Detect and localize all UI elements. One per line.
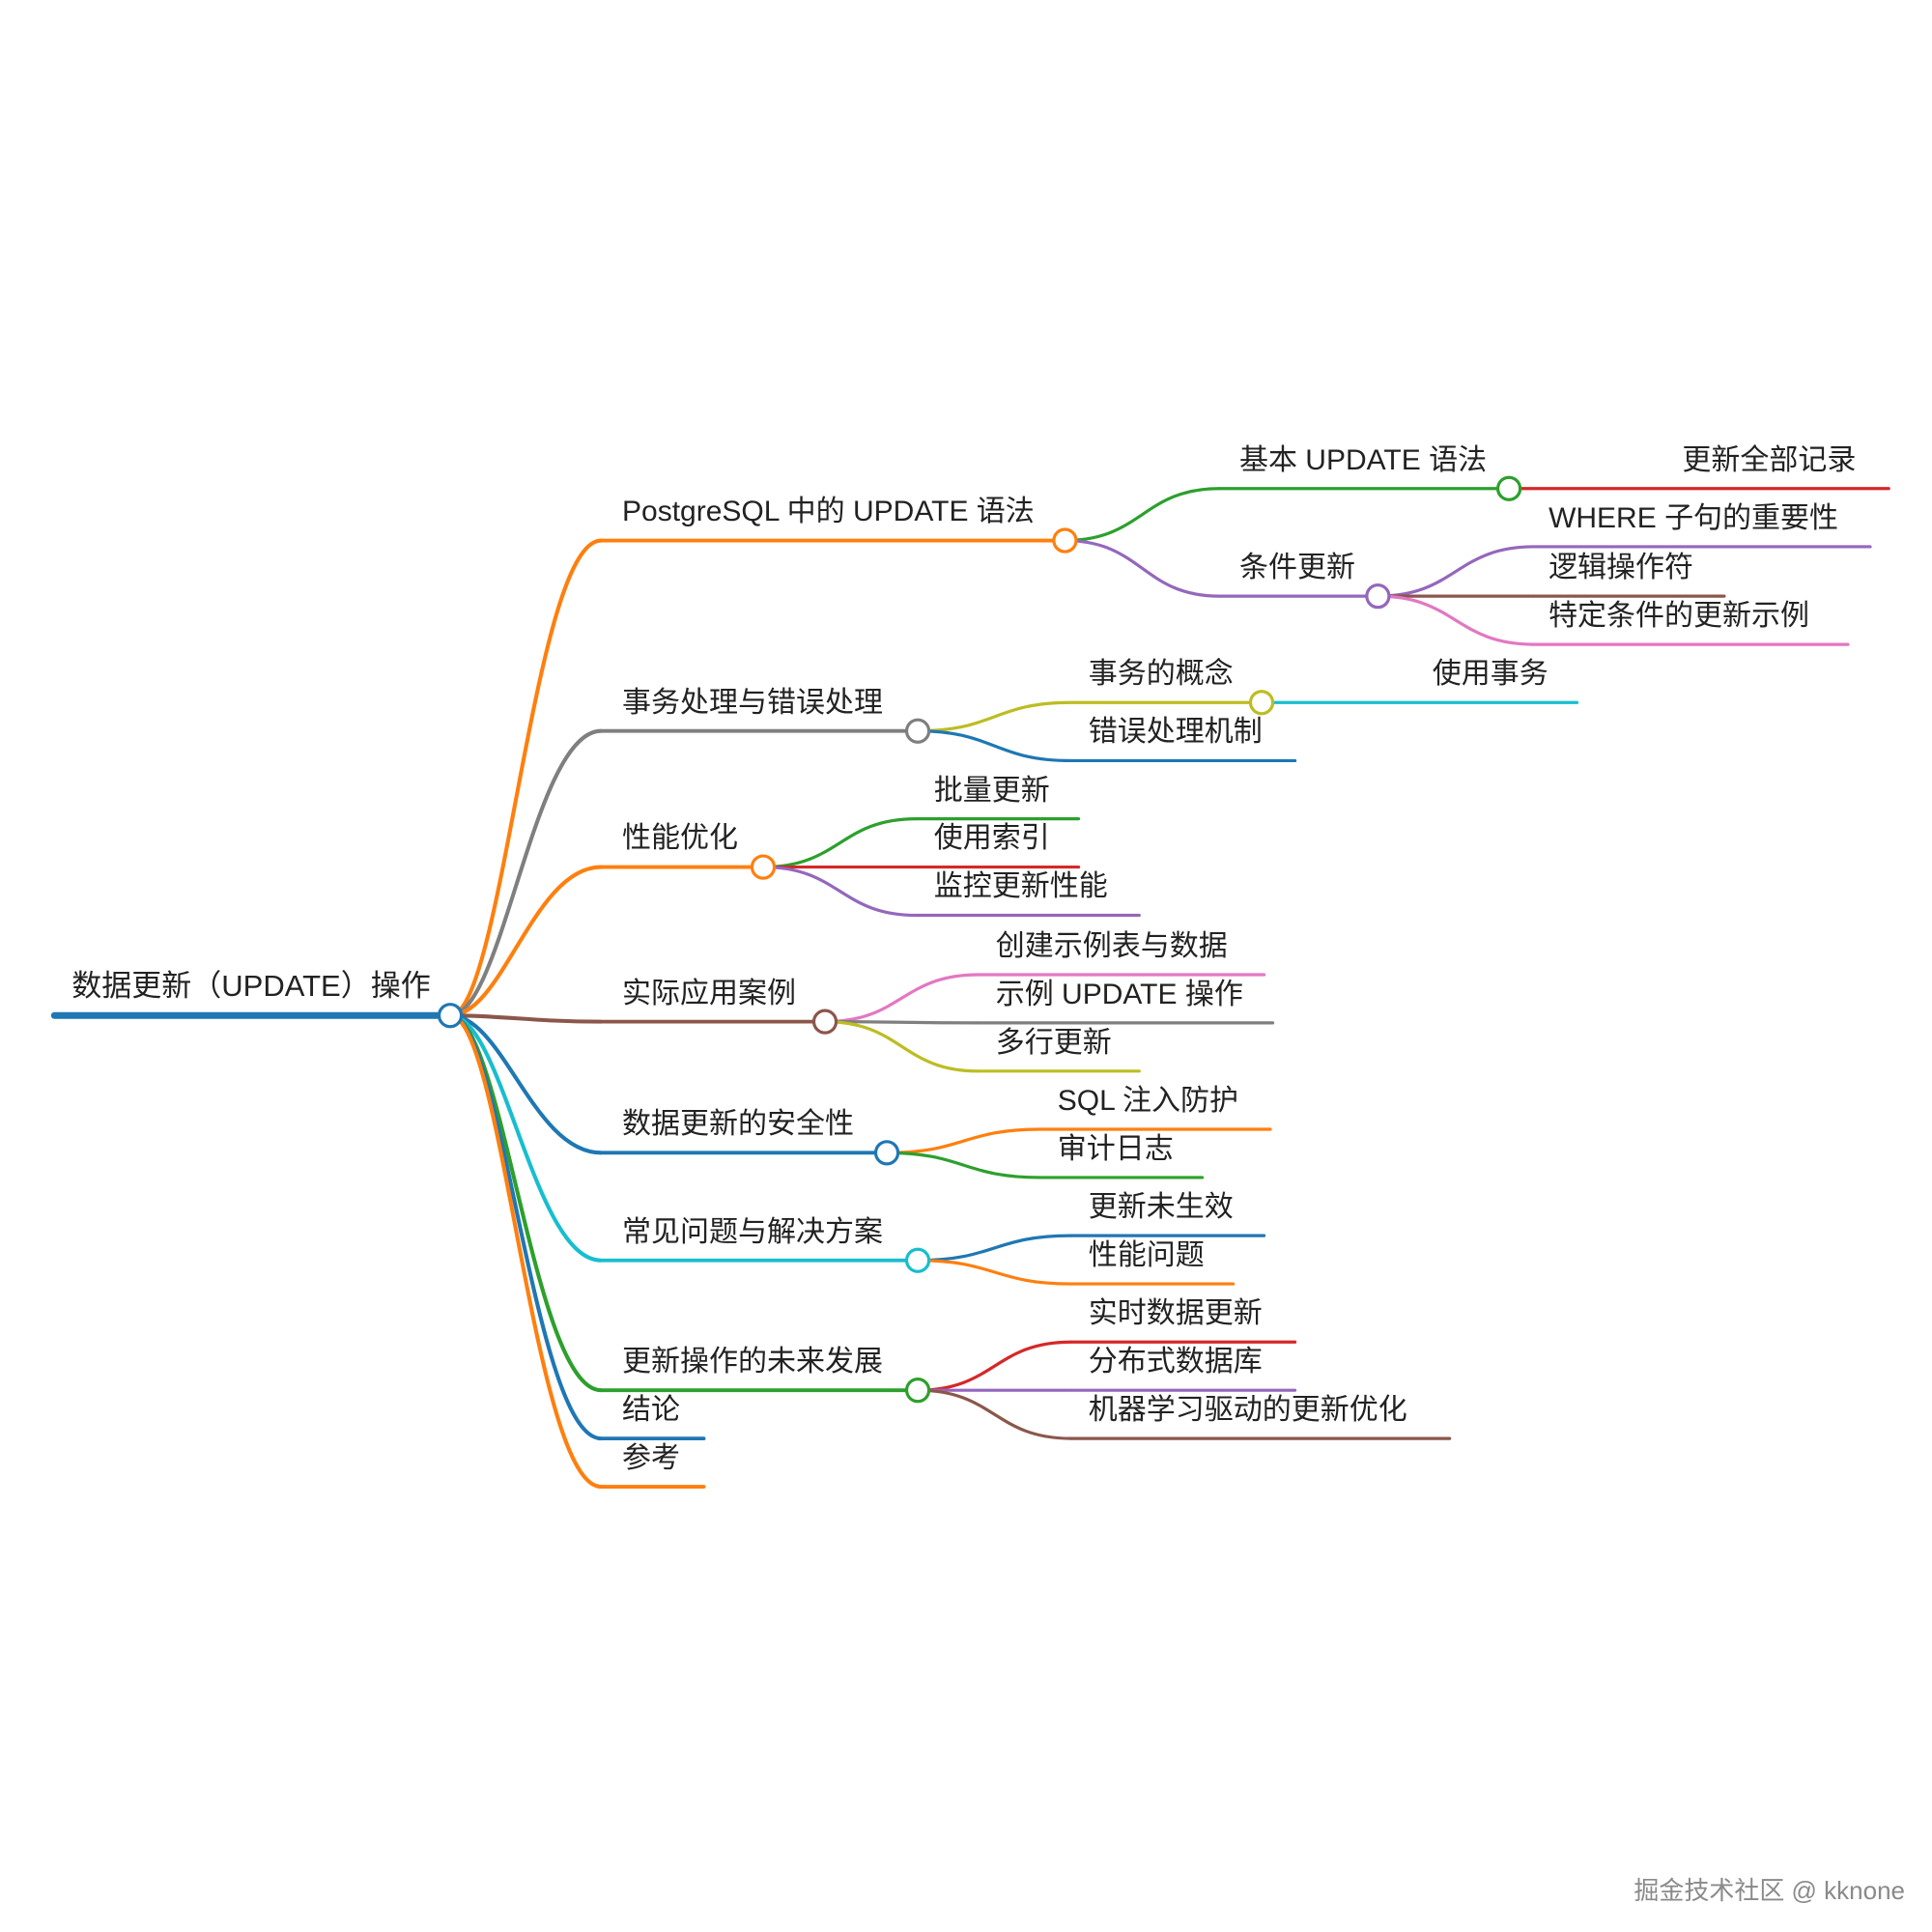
child-connector — [825, 973, 979, 1024]
branch-connector — [450, 1013, 602, 1024]
branch-label: 数据更新的安全性 — [622, 1108, 855, 1141]
branch-connector — [449, 865, 602, 1018]
watermark: 掘金技术社区 @ kknone — [1634, 1876, 1905, 1905]
grandchild-label: 使用事务 — [1432, 658, 1548, 691]
branch-label: 常见问题与解决方案 — [622, 1215, 884, 1248]
branch-label: 参考 — [622, 1441, 681, 1474]
branch-connector — [449, 538, 602, 1018]
branch-label: 更新操作的未来发展 — [622, 1346, 884, 1378]
child-label: 使用索引 — [933, 822, 1050, 855]
child-connector — [918, 729, 1071, 763]
child-connector — [918, 1388, 1071, 1440]
node-circle — [1495, 475, 1522, 501]
child-label: 基本 UPDATE 语法 — [1238, 443, 1488, 476]
child-connector — [825, 1020, 979, 1025]
child-label: 事务的概念 — [1088, 658, 1234, 691]
child-label: SQL 注入防护 — [1057, 1084, 1239, 1117]
child-connector — [1065, 538, 1220, 598]
branch-connector — [449, 728, 602, 1018]
child-connector — [825, 1020, 979, 1073]
grandchild-label: 更新全部记录 — [1682, 443, 1857, 476]
child-connector — [887, 1151, 1040, 1179]
child-connector — [887, 1127, 1040, 1154]
child-label: 审计日志 — [1057, 1132, 1174, 1165]
child-connector — [918, 1340, 1071, 1392]
child-label: 错误处理机制 — [1088, 716, 1263, 749]
child-label: 示例 UPDATE 操作 — [995, 978, 1243, 1010]
root-circle — [437, 1003, 464, 1029]
child-label: 更新未生效 — [1088, 1191, 1234, 1224]
branch-label: PostgreSQL 中的 UPDATE 语法 — [622, 496, 1035, 528]
grandchild-connector — [1378, 545, 1534, 598]
node-circle — [811, 1009, 838, 1035]
node-circle — [873, 1140, 900, 1166]
branch-connector — [449, 1013, 602, 1155]
node-circle — [1052, 527, 1078, 554]
node-circle — [1248, 690, 1275, 716]
branch-connector — [449, 1013, 602, 1393]
grandchild-label: WHERE 子句的重要性 — [1548, 501, 1839, 534]
child-label: 条件更新 — [1238, 552, 1355, 584]
child-connector — [918, 1259, 1071, 1286]
child-connector — [763, 817, 917, 869]
child-label: 性能问题 — [1088, 1238, 1205, 1271]
child-label: 批量更新 — [933, 774, 1050, 807]
child-label: 机器学习驱动的更新优化 — [1088, 1394, 1407, 1427]
grandchild-label: 逻辑操作符 — [1548, 552, 1694, 584]
node-circle — [904, 718, 931, 744]
child-connector — [1065, 487, 1220, 543]
branch-connector — [449, 1013, 602, 1263]
child-label: 监控更新性能 — [933, 870, 1108, 903]
child-label: 多行更新 — [995, 1026, 1112, 1059]
node-circle — [904, 1247, 931, 1273]
child-connector — [763, 865, 917, 918]
node-circle — [1365, 583, 1391, 610]
child-connector — [918, 700, 1071, 733]
node-circle — [750, 854, 777, 880]
branch-label: 事务处理与错误处理 — [622, 686, 884, 719]
child-label: 分布式数据库 — [1088, 1346, 1263, 1378]
root-label: 数据更新（UPDATE）操作 — [71, 968, 431, 1003]
child-label: 创建示例表与数据 — [995, 929, 1228, 962]
node-circle — [904, 1378, 931, 1404]
branch-connector — [449, 1013, 602, 1490]
branch-label: 实际应用案例 — [622, 977, 797, 1009]
branch-label: 结论 — [622, 1394, 681, 1427]
child-connector — [918, 1234, 1071, 1263]
grandchild-label: 特定条件的更新示例 — [1548, 599, 1810, 632]
grandchild-connector — [1378, 594, 1534, 646]
child-label: 实时数据更新 — [1088, 1297, 1263, 1330]
branch-label: 性能优化 — [622, 822, 739, 855]
